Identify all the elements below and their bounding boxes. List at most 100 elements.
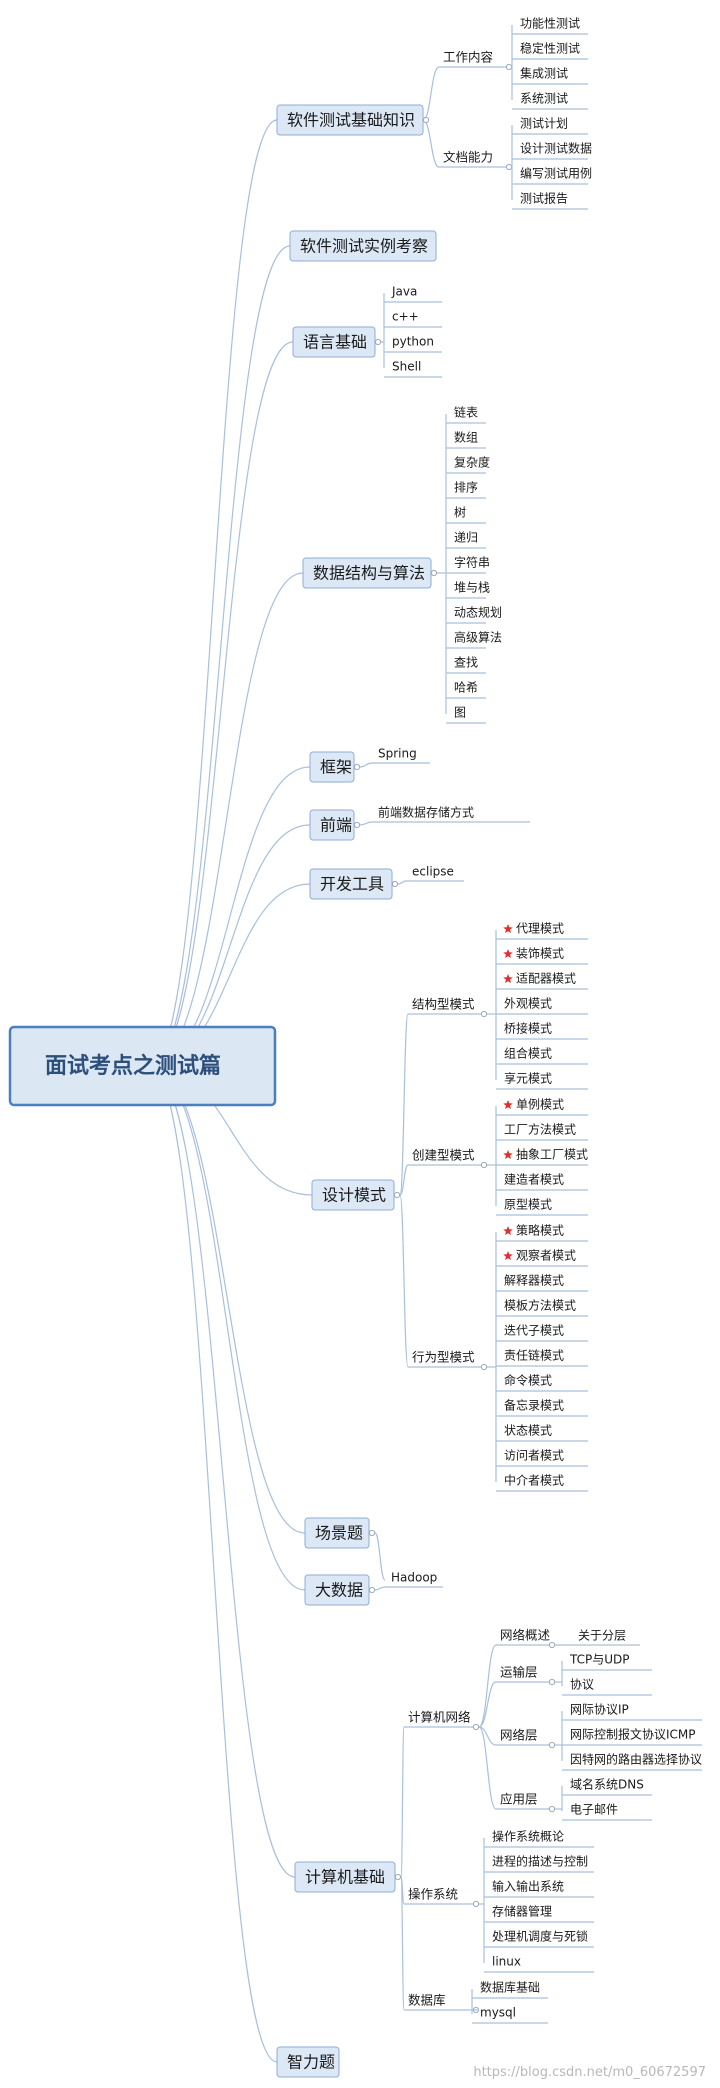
leaf-node: 适配器模式 [516,972,576,986]
collapse-toggle[interactable] [422,116,430,124]
leaf-node: 策略模式 [516,1223,564,1238]
group-label: 操作系统 [408,1887,458,1902]
collapse-toggle[interactable] [391,880,399,888]
collapse-toggle[interactable] [480,1363,488,1371]
leaf-node: c++ [392,310,419,324]
leaf-node: 输入输出系统 [492,1879,564,1894]
root-branch [149,1065,278,2063]
leaf-node: Spring [378,747,417,761]
topic-label: 开发工具 [320,875,384,894]
leaf-node: 递归 [454,531,478,545]
leaf-node: 协议 [570,1677,594,1692]
leaf-node: 进程的描述与控制 [492,1854,588,1869]
collapse-toggle[interactable] [393,1191,401,1199]
leaf-node: 装饰模式 [516,947,564,961]
leaf-node: 链表 [454,405,478,420]
branch-connector [374,1532,386,1581]
leaf-node: 字符串 [454,555,490,570]
subgroup-connector [478,1726,497,1746]
topic-node[interactable] [289,230,437,262]
leaf-node: 状态模式 [504,1424,552,1438]
leaf-node: 复杂度 [454,455,490,470]
leaf-node: 单例模式 [516,1098,564,1112]
collapse-toggle[interactable] [548,1641,556,1649]
leaf-node: 模板方法模式 [504,1298,576,1313]
leaf-node: mysql [480,2006,516,2020]
collapse-toggle[interactable] [472,1900,480,1908]
topic-label: 软件测试基础知识 [287,111,415,130]
root-branch [149,119,278,1067]
collapse-toggle[interactable] [353,763,361,771]
root-node[interactable] [8,1025,277,1107]
leaf-node: 命令模式 [504,1373,552,1388]
topic-label: 设计模式 [322,1186,386,1205]
leaf-node: 因特网的路由器选择协议 [570,1752,702,1767]
topic-label: 计算机基础 [305,1868,385,1887]
leaf-node: 查找 [454,656,478,670]
subgroup-label: 网络概述 [500,1628,551,1643]
topic-label: 数据结构与算法 [313,564,425,583]
leaf-node: 树 [454,505,466,520]
group-connector [422,119,440,168]
collapse-toggle[interactable] [368,1586,376,1594]
leaf-node: 解释器模式 [504,1274,564,1288]
leaf-node: 桥接模式 [504,1021,552,1036]
group-label: 创建型模式 [412,1148,475,1163]
leaf-node: 数组 [454,430,478,445]
leaf-node: 责任链模式 [504,1348,564,1363]
collapse-toggle[interactable] [353,821,361,829]
root-branch [149,341,294,1067]
leaf-node: 前端数据存储方式 [378,805,474,820]
collapse-toggle[interactable] [368,1529,376,1537]
leaf-node: 访问者模式 [504,1449,564,1463]
leaf-node: 原型模式 [504,1198,552,1212]
topic-label: 框架 [320,758,352,777]
leaf-node: 网际协议IP [570,1702,629,1717]
leaf-node: 备忘录模式 [504,1398,564,1413]
group-label: 数据库 [408,1993,446,2008]
topic-label: 场景题 [315,1524,363,1543]
star-icon [503,974,513,984]
collapse-toggle[interactable] [480,1161,488,1169]
collapse-toggle[interactable] [548,1805,556,1813]
topic-label: 前端 [320,816,352,835]
collapse-toggle[interactable] [472,1723,480,1731]
collapse-toggle[interactable] [430,569,438,577]
leaf-node: 处理机调度与死锁 [492,1929,588,1944]
collapse-toggle[interactable] [548,1678,556,1686]
group-label: 结构型模式 [412,997,475,1012]
group-connector [399,1194,409,1368]
collapse-toggle[interactable] [480,1010,488,1018]
leaf-node: TCP与UDP [569,1653,630,1667]
collapse-toggle[interactable] [394,1873,402,1881]
leaf-node: 编写测试用例 [520,166,592,181]
collapse-toggle[interactable] [505,63,513,71]
star-icon [503,1100,513,1110]
subgroup-connector [478,1644,497,1728]
group-connector [400,1876,405,2011]
leaf-node: 建造者模式 [504,1173,564,1187]
leaf-node: 中介者模式 [504,1473,564,1488]
leaf-node: 组合模式 [504,1046,552,1061]
leaf-node: 迭代子模式 [504,1324,564,1338]
collapse-toggle[interactable] [505,163,513,171]
leaf-node: 抽象工厂模式 [516,1148,588,1162]
group-connector [399,1164,409,1196]
topic-node[interactable] [276,2046,340,2078]
topic-label: 语言基础 [303,333,367,352]
leaf-node: 设计测试数据 [520,141,592,156]
root-branch [149,766,311,1067]
star-icon [503,1226,513,1236]
leaf-node: 享元模式 [504,1071,552,1086]
root-title: 面试考点之测试篇 [45,1053,221,1079]
collapse-toggle[interactable] [374,338,382,346]
star-icon [503,924,513,934]
collapse-toggle[interactable] [548,1741,556,1749]
root-branch [149,1065,306,1534]
root-branch [149,1065,296,1878]
leaf-node: eclipse [412,865,454,879]
group-connector [400,1726,405,1878]
subgroup-label: 运输层 [500,1665,538,1680]
leaf-node: 堆与栈 [454,580,490,595]
